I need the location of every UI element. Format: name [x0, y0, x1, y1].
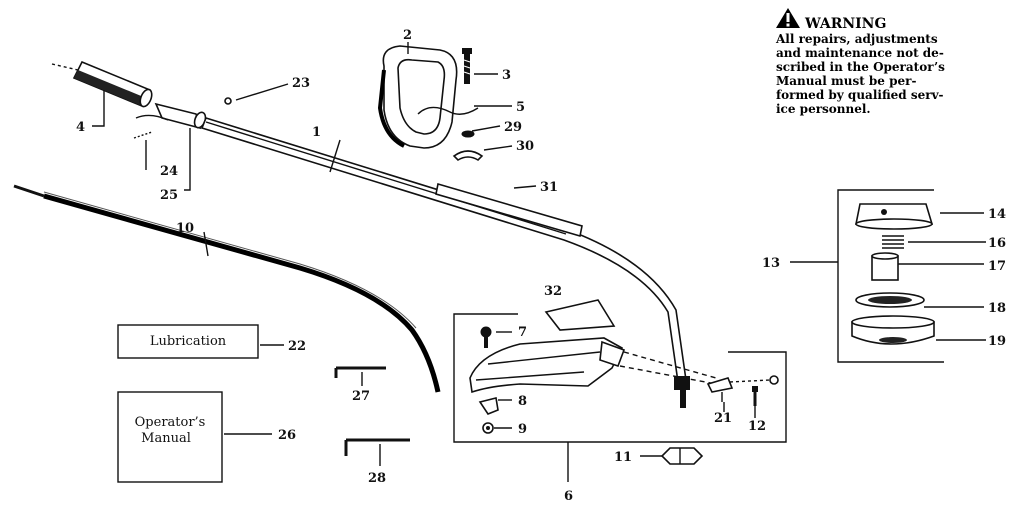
warning-line-4: Manual must be per-: [776, 74, 916, 88]
warning-line-3: scribed in the Operator’s: [776, 60, 945, 74]
drive-cable-part: [13, 184, 441, 393]
callout-24: 24: [160, 164, 178, 179]
callout-32: 32: [544, 284, 562, 299]
warning-line-6: ice personnel.: [776, 102, 871, 116]
callout-28: 28: [368, 471, 386, 486]
throttle-housing-part: [133, 102, 207, 139]
callout-5: 5: [516, 100, 525, 115]
operators-manual-box: Operator’s Manual: [117, 391, 223, 483]
bolt-3-part: [462, 48, 472, 84]
warning-icon: [776, 8, 800, 28]
callout-27: 27: [352, 389, 370, 404]
warning-line-1: All repairs, adjustments: [775, 32, 938, 46]
callout-31: 31: [540, 180, 558, 195]
warning-line-5: formed by qualified serv-: [776, 88, 944, 102]
operators-manual-label-line1: Operator’s: [135, 415, 206, 430]
guard-assembly-box: [453, 313, 787, 482]
shaft-sleeve-part: [435, 182, 583, 238]
callout-2: 2: [403, 28, 412, 43]
callout-13: 13: [762, 256, 780, 271]
callout-29: 29: [504, 120, 522, 135]
callout-23: 23: [292, 76, 310, 91]
leader-lines: [92, 42, 986, 466]
washer-29-part: [461, 130, 475, 138]
callout-22: 22: [288, 339, 306, 354]
warning-title: WARNING: [804, 16, 886, 32]
callout-14: 14: [988, 207, 1006, 222]
wing-nut-30-part: [452, 150, 484, 162]
callout-4: 4: [76, 120, 85, 135]
nut-11-part: [660, 447, 704, 465]
grip-sleeve-part: [51, 60, 153, 108]
callout-25: 25: [160, 188, 178, 203]
hex-wrench-28-part: [344, 438, 410, 456]
washer-23-part: [224, 97, 232, 105]
callout-1: 1: [312, 125, 321, 140]
label-32-part: [544, 299, 616, 331]
callout-3: 3: [502, 68, 511, 83]
callout-30: 30: [516, 139, 534, 154]
callout-numbers: 1 2 3 4 5 6 7 8 9 10 11 12 13 14 16 17 1…: [76, 28, 1006, 504]
warning-block: WARNING All repairs, adjustments and mai…: [775, 8, 945, 116]
callout-11: 11: [614, 450, 632, 465]
callout-21: 21: [714, 411, 732, 426]
callout-16: 16: [988, 236, 1006, 251]
main-shaft-part: [200, 117, 690, 408]
assist-handle-part: [377, 45, 458, 149]
lubrication-label: Lubrication: [150, 334, 227, 349]
clamp-5-part: [417, 106, 479, 115]
callout-18: 18: [988, 301, 1006, 316]
callout-10: 10: [176, 221, 194, 236]
callout-6: 6: [564, 489, 573, 504]
callout-9: 9: [518, 422, 527, 437]
warning-line-2: and maintenance not de-: [776, 46, 944, 60]
trimmer-head-box: [790, 189, 944, 363]
callout-17: 17: [988, 259, 1006, 274]
callout-12: 12: [748, 419, 766, 434]
callout-7: 7: [518, 325, 527, 340]
operators-manual-label-line2: Manual: [141, 431, 191, 446]
callout-8: 8: [518, 394, 527, 409]
callout-26: 26: [278, 428, 296, 443]
lubrication-box: Lubrication: [117, 324, 259, 359]
hex-wrench-27-part: [334, 366, 386, 378]
callout-19: 19: [988, 334, 1006, 349]
